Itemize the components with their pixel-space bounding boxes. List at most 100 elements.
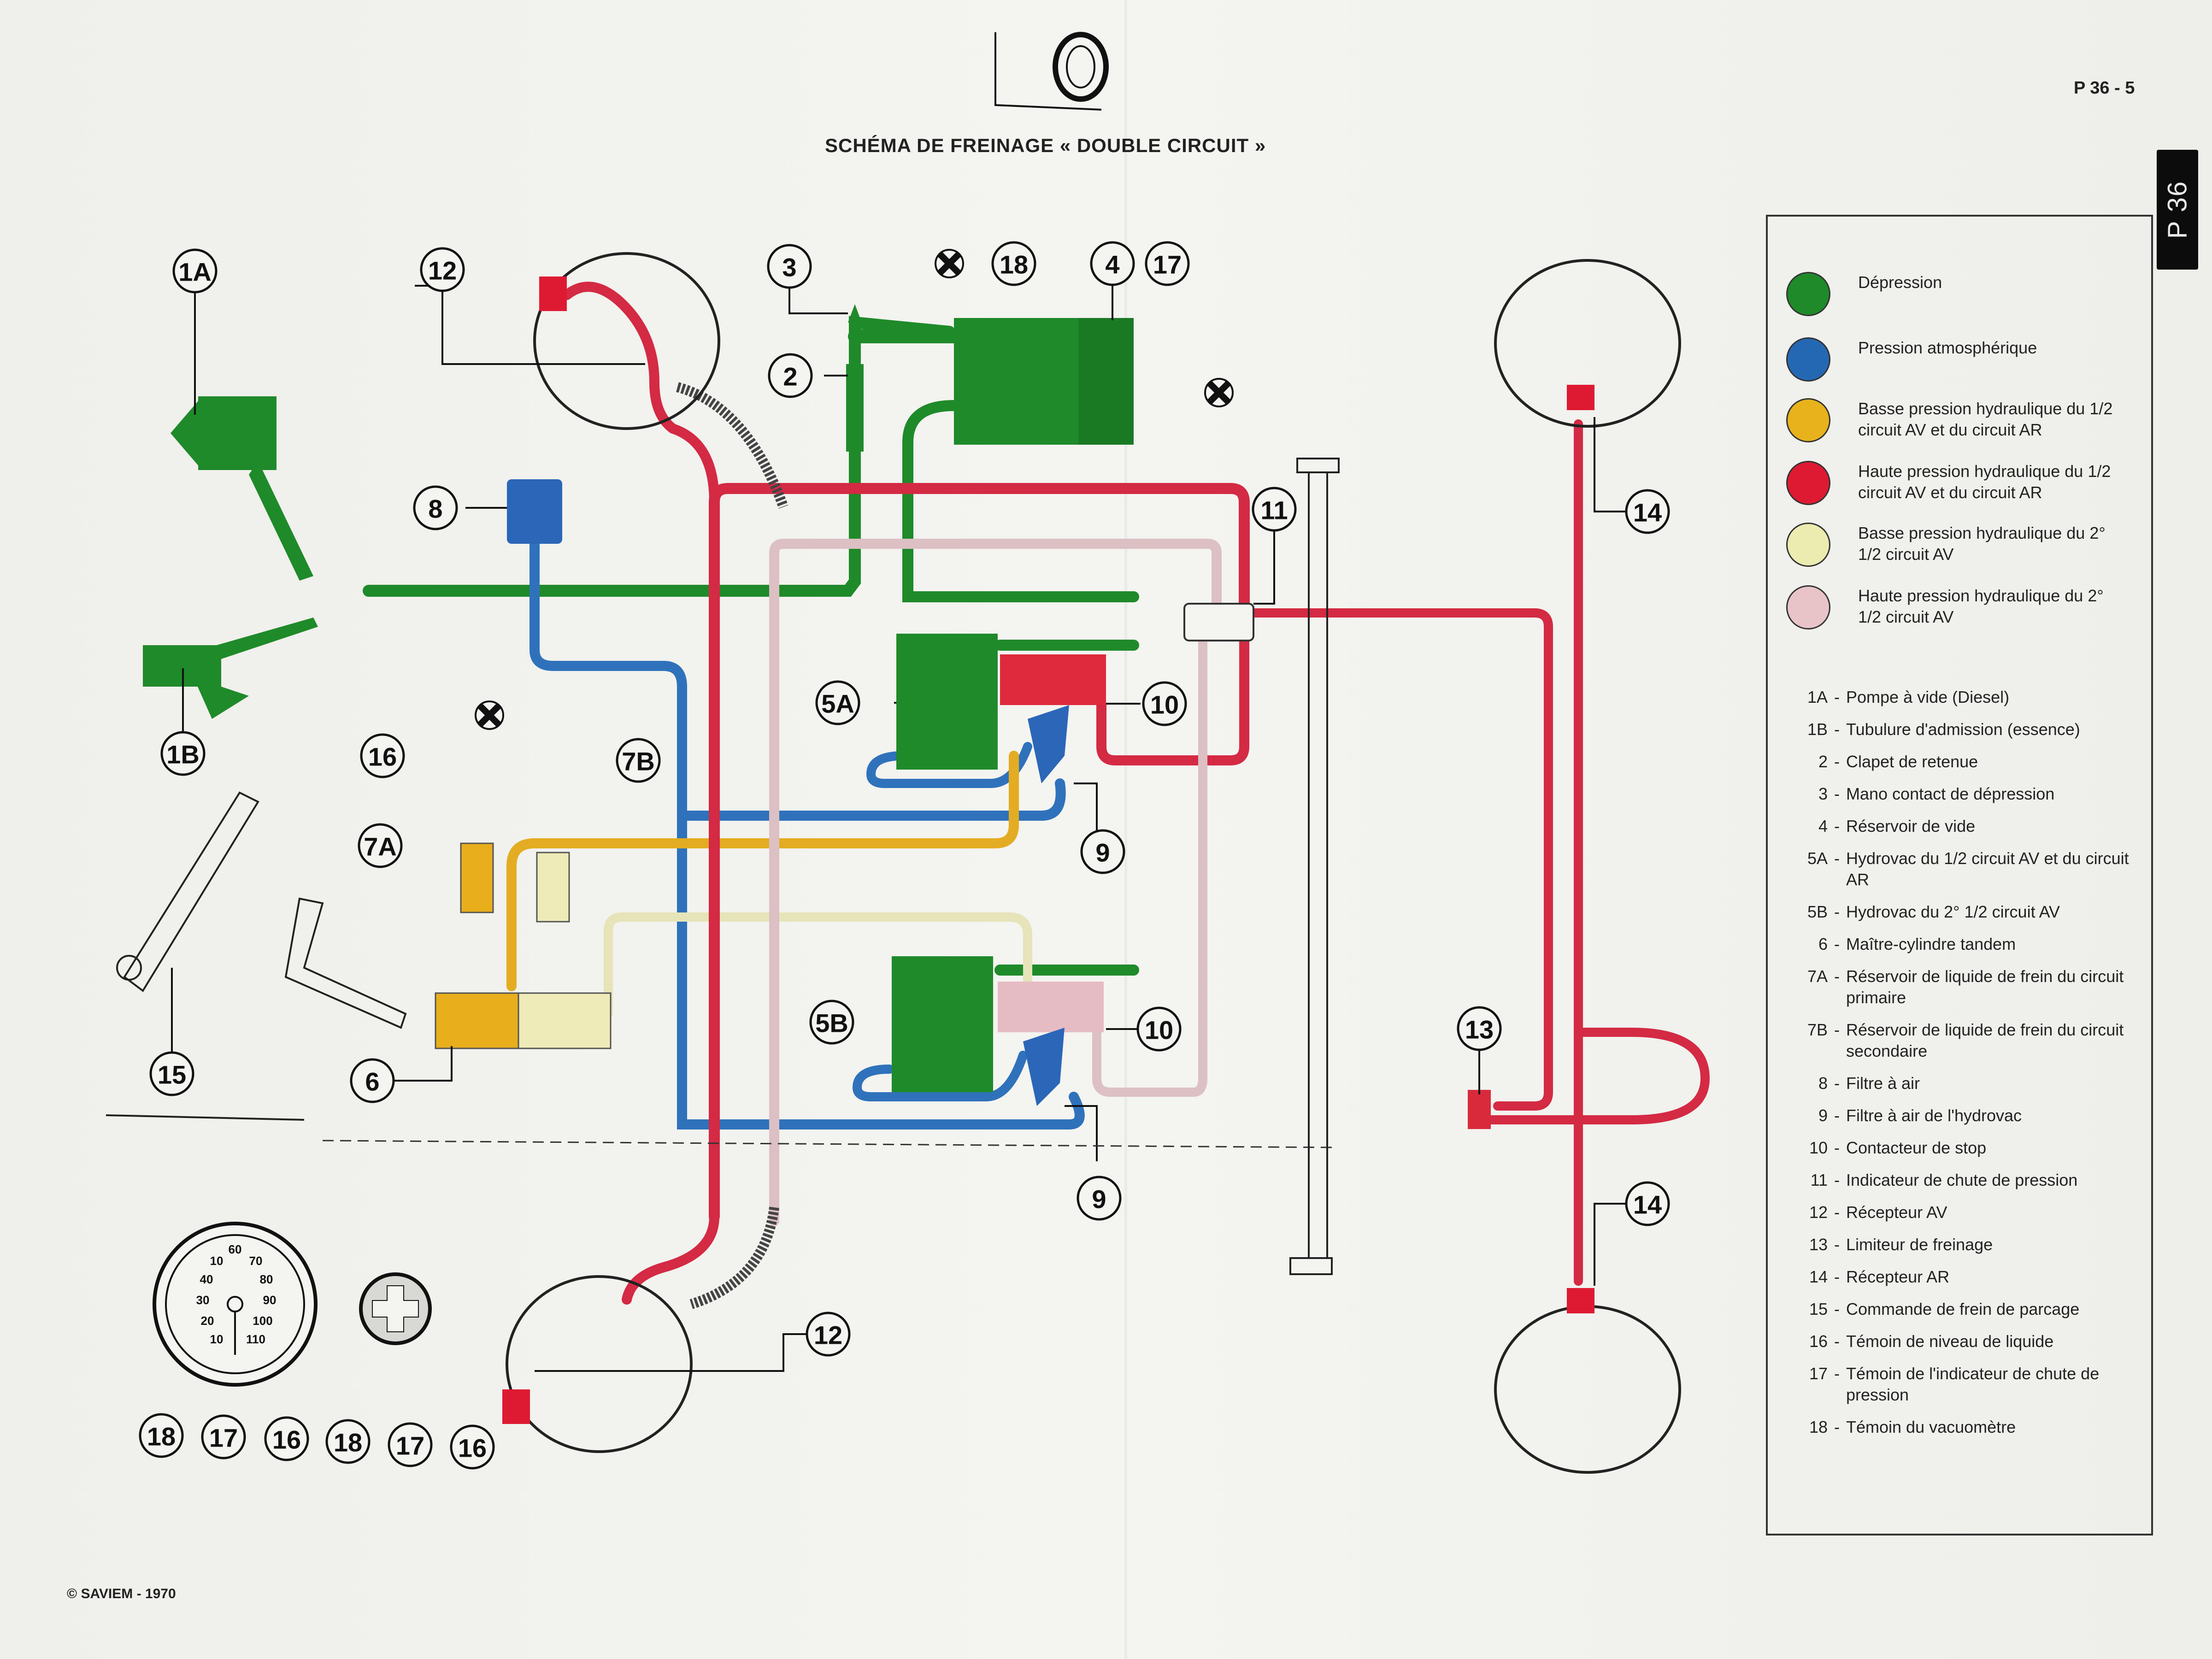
svg-text:7A: 7A	[364, 832, 397, 861]
callout-7b: 7B	[616, 738, 661, 783]
brake-pedal	[284, 897, 407, 1029]
component-list-item: 7A-Réservoir de liquide de frein du circ…	[1791, 966, 2141, 1008]
separator: -	[1834, 1106, 1840, 1125]
component-list-item: 10-Contacteur de stop	[1791, 1137, 2141, 1159]
svg-text:2: 2	[783, 362, 797, 391]
callout-6: 6	[350, 1058, 395, 1103]
page-number: P 36 - 5	[2074, 78, 2135, 98]
fluid-reservoir-7b	[536, 852, 570, 923]
component-number: 16	[1809, 1332, 1828, 1351]
separator: -	[1834, 784, 1840, 803]
separator: -	[1834, 902, 1840, 921]
air-filter-8	[507, 479, 562, 544]
component-number: 1B	[1807, 720, 1828, 739]
legend-entry: Basse pression hydraulique du 1/2 circui…	[1786, 398, 2116, 442]
warning-lamp-icon	[935, 249, 964, 278]
gauge-tick-label: 40	[200, 1272, 213, 1286]
svg-text:17: 17	[396, 1431, 424, 1460]
component-description: Indicateur de chute de pression	[1846, 1171, 2078, 1189]
cable-post	[1289, 458, 1340, 1275]
vacuum-pump-1a	[171, 396, 313, 581]
svg-text:9: 9	[1095, 838, 1110, 867]
callout-17-cluster: 17	[388, 1422, 433, 1467]
chassis-dashed-line	[322, 1140, 1337, 1148]
component-number: 15	[1809, 1300, 1828, 1318]
component-list-item: 5B-Hydrovac du 2° 1/2 circuit AV	[1791, 901, 2141, 923]
legend-entry: Basse pression hydraulique du 2° 1/2 cir…	[1786, 523, 2116, 567]
svg-text:13: 13	[1465, 1015, 1494, 1044]
svg-text:18: 18	[147, 1422, 176, 1451]
legend-label: Dépression	[1858, 273, 1942, 292]
callout-18-cluster: 18	[325, 1419, 371, 1464]
callout-18-top: 18	[991, 241, 1036, 286]
legend-label: Haute pression hydraulique du 2° 1/2 cir…	[1858, 586, 2104, 626]
legend-entry: Pression atmosphérique	[1786, 337, 2116, 382]
brake-limiter-13	[1468, 1090, 1491, 1129]
separator: -	[1834, 967, 1840, 986]
warning-lamp-icon	[475, 700, 504, 730]
component-list-item: 5A-Hydrovac du 1/2 circuit AV et du circ…	[1791, 848, 2141, 890]
svg-text:14: 14	[1633, 498, 1662, 527]
svg-text:4: 4	[1105, 250, 1119, 279]
component-list-item: 15-Commande de frein de parcage	[1791, 1299, 2141, 1320]
svg-text:15: 15	[158, 1060, 186, 1089]
component-list-item: 8-Filtre à air	[1791, 1073, 2141, 1094]
svg-text:5A: 5A	[821, 689, 854, 718]
callout-1a: 1A	[172, 248, 218, 294]
svg-text:1B: 1B	[166, 740, 200, 769]
vacuum-pipes	[363, 316, 1139, 976]
front-receiver-bottom-12	[502, 1275, 693, 1453]
callout-10-bottom: 10	[1136, 1006, 1182, 1052]
svg-text:8: 8	[428, 494, 442, 524]
fluid-reservoir-7a	[460, 842, 494, 913]
callout-3: 3	[767, 244, 812, 289]
component-list-item: 18-Témoin du vacuomètre	[1791, 1417, 2141, 1438]
component-list-item: 7B-Réservoir de liquide de frein du circ…	[1791, 1019, 2141, 1062]
component-list-item: 16-Témoin de niveau de liquide	[1791, 1331, 2141, 1352]
svg-text:18: 18	[334, 1428, 362, 1457]
svg-text:16: 16	[272, 1425, 301, 1454]
component-description: Hydrovac du 2° 1/2 circuit AV	[1846, 902, 2060, 921]
component-number: 18	[1809, 1418, 1828, 1436]
component-number: 5A	[1807, 849, 1828, 868]
color-swatch	[1786, 461, 1830, 505]
component-number: 12	[1809, 1203, 1828, 1222]
svg-text:7B: 7B	[622, 747, 655, 776]
component-list-item: 1B-Tubulure d'admission (essence)	[1791, 719, 2141, 740]
section-tab[interactable]: P 36	[2157, 150, 2198, 270]
callout-17-top: 17	[1145, 241, 1190, 286]
component-list-item: 3-Mano contact de dépression	[1791, 783, 2141, 805]
component-description: Clapet de retenue	[1846, 752, 1978, 771]
component-description: Réservoir de liquide de frein du circuit…	[1846, 967, 2124, 1007]
callout-1b: 1B	[160, 731, 206, 776]
svg-text:16: 16	[458, 1434, 487, 1463]
svg-text:6: 6	[365, 1067, 379, 1096]
callout-8: 8	[413, 485, 458, 530]
separator: -	[1834, 1267, 1840, 1286]
separator: -	[1834, 1020, 1840, 1039]
component-description: Mano contact de dépression	[1846, 784, 2055, 803]
separator: -	[1834, 688, 1840, 706]
gauge-tick-label: 30	[196, 1293, 210, 1307]
svg-text:11: 11	[1260, 496, 1288, 525]
svg-text:14: 14	[1633, 1190, 1662, 1219]
component-description: Récepteur AV	[1846, 1203, 1947, 1222]
svg-text:17: 17	[1153, 250, 1182, 279]
callout-10-top: 10	[1142, 681, 1187, 726]
vacuum-reservoir-4	[954, 318, 1134, 445]
separator: -	[1834, 752, 1840, 771]
component-description: Réservoir de liquide de frein du circuit…	[1846, 1020, 2124, 1060]
component-description: Témoin du vacuomètre	[1846, 1418, 2016, 1436]
component-number: 14	[1809, 1267, 1828, 1286]
warning-lamp-icon	[1204, 378, 1234, 407]
separator: -	[1834, 1300, 1840, 1318]
svg-text:10: 10	[1150, 690, 1179, 719]
component-number: 5B	[1807, 902, 1828, 921]
callout-17-gauge: 17	[201, 1414, 246, 1459]
intake-manifold-1b	[143, 618, 318, 719]
rear-receiver-top-14	[1494, 259, 1681, 428]
component-number: 1A	[1807, 688, 1828, 706]
callout-5a: 5A	[815, 680, 860, 725]
separator: -	[1834, 935, 1840, 953]
atmospheric-pipes	[529, 525, 1085, 1130]
